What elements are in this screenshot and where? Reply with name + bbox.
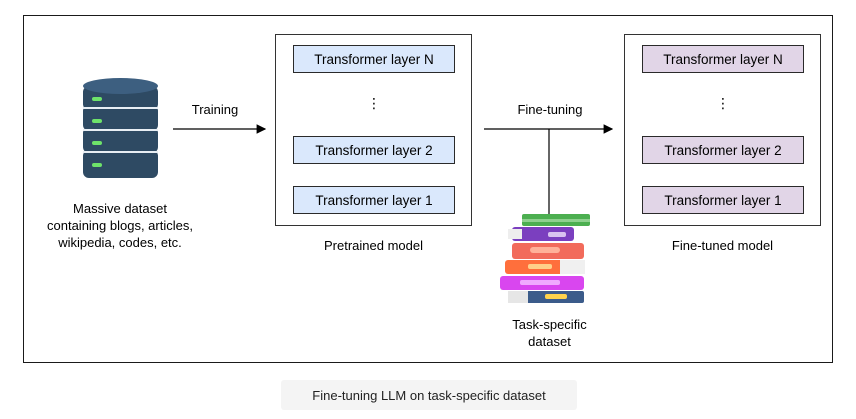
source-label: Massive dataset containing blogs, articl…: [47, 201, 193, 250]
pretrained-caption: Pretrained model: [324, 238, 423, 253]
pre-layer-1: Transformer layer 1: [293, 186, 455, 214]
pre-layer-2: Transformer layer 2: [293, 136, 455, 164]
ft-layer-n: Transformer layer N: [642, 45, 804, 73]
diagram-frame: [23, 15, 833, 363]
training-label: Training: [191, 102, 239, 117]
pre-layer-n: Transformer layer N: [293, 45, 455, 73]
task-dataset-label: Task-specific dataset: [512, 317, 587, 349]
ft-layer-2: Transformer layer 2: [642, 136, 804, 164]
pretrained-model-box: Transformer layer N ⋮ Transformer layer …: [275, 34, 472, 226]
finetuned-caption: Fine-tuned model: [671, 238, 774, 253]
ft-ellipsis: ⋮: [716, 95, 730, 111]
pre-ellipsis: ⋮: [367, 95, 381, 111]
finetuning-label: Fine-tuning: [517, 102, 583, 117]
ft-layer-1: Transformer layer 1: [642, 186, 804, 214]
finetuned-model-box: Transformer layer N ⋮ Transformer layer …: [624, 34, 821, 226]
figure-caption: Fine-tuning LLM on task-specific dataset: [281, 380, 577, 410]
